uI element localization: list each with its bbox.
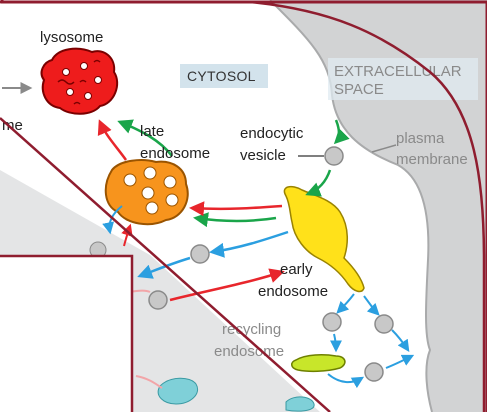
transport-vesicle [148, 290, 168, 310]
lysosome-squiggle [93, 59, 101, 63]
late-endosome-vesicle [143, 166, 157, 180]
endocytic-vesicle-label-line1: endocytic [240, 125, 304, 142]
lysosome-shape [40, 47, 119, 115]
green-arrow-early-to-late [193, 212, 277, 228]
plasma-membrane-label-line2: membrane [396, 151, 468, 168]
endocytic-vesicle-label-line2: vesicle [240, 147, 286, 164]
late-endosome-vesicle [163, 175, 177, 189]
lysosome-squiggle [57, 79, 75, 85]
early-endosome-label-line1: early [280, 261, 313, 278]
green-arrow-vesicle-to-early [333, 119, 350, 145]
late-endosome-vesicle [141, 186, 155, 200]
cyan-blob [157, 377, 198, 405]
transport-vesicle [364, 362, 384, 382]
cyan-blob [285, 396, 315, 412]
green-arrow-vesicle-down [305, 169, 332, 197]
green-arrow-late-to-lysosome [117, 119, 173, 157]
early-endosome-label-line2: endosome [258, 283, 328, 300]
red-arrow-late-to-lysosome [97, 119, 128, 161]
late-endosome-label-line1: late [140, 123, 164, 140]
recycling-endosome-shape [291, 354, 346, 373]
red-arrow-up-to-late [121, 223, 133, 247]
blue-arrow-vesicle-to-membrane [385, 354, 415, 369]
extracellular-space [270, 0, 487, 412]
endocytic-vesicle [324, 146, 344, 166]
faded-arrow [135, 375, 163, 389]
lysosome-squiggle [79, 79, 87, 83]
transport-vesicle [374, 314, 394, 334]
lysosome-particle [62, 68, 70, 76]
extracellular-tag-line1: EXTRACELLULAR [334, 63, 462, 80]
red-arrow-early-to-late [189, 201, 283, 217]
cytosol-tag: CYTOSOL [187, 68, 256, 84]
inset-panel-border [0, 254, 134, 412]
late-endosome-vesicle [165, 193, 179, 207]
cytosol-tag-bg [180, 64, 268, 88]
transport-vesicle [190, 244, 210, 264]
recycling-endosome-label-line1: recycling [222, 321, 281, 338]
lysosome-label: lysosome [40, 29, 103, 46]
lysosome-particle [80, 62, 88, 70]
blue-arrow-early-to-rv1 [336, 293, 355, 314]
lysosome-particle [66, 88, 74, 96]
extracellular-tag-line2: SPACE [334, 81, 384, 98]
lysosome-particle [94, 76, 102, 84]
transport-vesicle [322, 312, 342, 332]
partial-left-label: me [2, 117, 23, 134]
plasma-membrane-pointer [371, 144, 397, 153]
inset-panel [0, 256, 132, 412]
blue-arrow-vesicle-left [137, 256, 191, 279]
late-endosome-vesicle [123, 173, 137, 187]
blue-arrow-early-to-rv2 [363, 295, 380, 316]
recycling-endosome-label-line2: endosome [214, 343, 284, 360]
late-endosome-label-line2: endosome [140, 145, 210, 162]
lysosome-squiggle [73, 101, 81, 105]
cell-frame-diagonal [0, 117, 331, 412]
blue-arrow-rv1-down [329, 333, 342, 353]
red-arrow-lower-to-early [169, 268, 285, 302]
plasma-membrane-label-line1: plasma [396, 130, 445, 147]
blue-arrow-rv2-to-membrane [391, 329, 410, 352]
late-endosome-vesicle [145, 201, 159, 215]
extracellular-tag-bg [328, 58, 478, 100]
lysosome-particle [84, 92, 92, 100]
blue-arrow-early-to-vesicle [209, 230, 289, 258]
blue-arrow-recycling-to-vesicle [327, 373, 365, 389]
